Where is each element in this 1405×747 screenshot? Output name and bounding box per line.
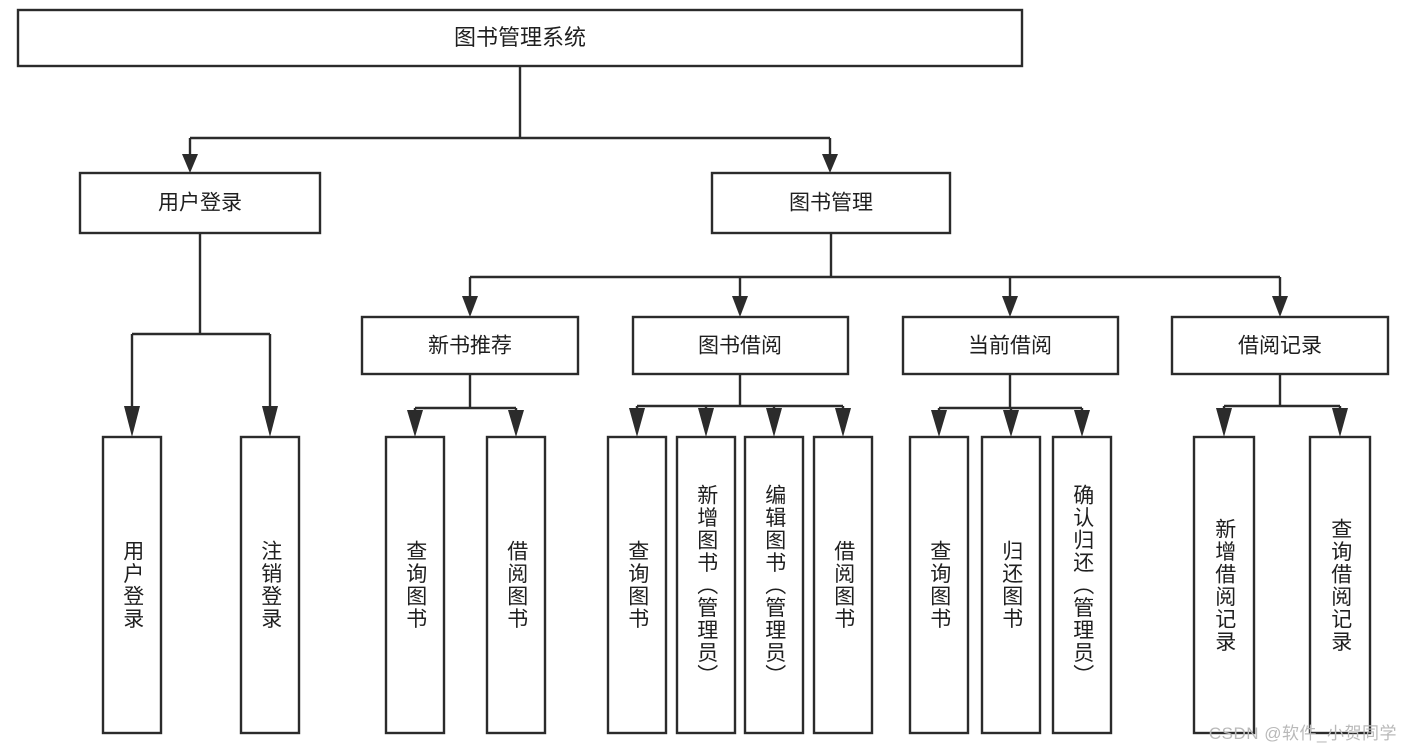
node-new-book-recommend[interactable]: 新书推荐 bbox=[360, 315, 580, 376]
arrow-head-new-book-rec bbox=[462, 296, 478, 317]
leaf-box-user-login[interactable] bbox=[101, 435, 163, 735]
node-book-borrow-label: 图书借阅 bbox=[698, 335, 782, 358]
leaf-box-confirm-return[interactable] bbox=[1051, 435, 1113, 735]
arrow-head-leaf-borrow-book-2 bbox=[835, 408, 851, 437]
leaf-box-edit-book[interactable] bbox=[743, 435, 805, 735]
connector-root-to-level2 bbox=[182, 66, 838, 173]
leaf-box-add-book[interactable] bbox=[675, 435, 737, 735]
node-borrow-record[interactable]: 借阅记录 bbox=[1170, 315, 1390, 376]
arrow-head-book-manage bbox=[822, 154, 838, 173]
leaf-box-query-book-1[interactable] bbox=[384, 435, 446, 735]
arrow-head-leaf-user-login bbox=[124, 406, 140, 437]
arrow-head-leaf-return-book bbox=[1003, 410, 1019, 437]
node-book-management-box[interactable] bbox=[710, 171, 952, 235]
node-borrow-record-label: 借阅记录 bbox=[1238, 335, 1322, 358]
node-book-borrow-box[interactable] bbox=[631, 315, 850, 376]
node-borrow-record-box[interactable] bbox=[1170, 315, 1390, 376]
arrow-head-leaf-borrow-book-1 bbox=[508, 410, 524, 437]
arrow-head-leaf-add-record bbox=[1216, 408, 1232, 437]
leaf-box-logout[interactable] bbox=[239, 435, 301, 735]
arrow-head-leaf-add-book bbox=[698, 408, 714, 437]
arrow-head-book-borrow bbox=[732, 296, 748, 317]
connector-book-manage-to-level3 bbox=[462, 233, 1288, 317]
node-current-borrow[interactable]: 当前借阅 bbox=[901, 315, 1120, 376]
leaf-box-query-record[interactable] bbox=[1308, 435, 1372, 735]
arrow-head-borrow-record bbox=[1272, 296, 1288, 317]
node-new-book-recommend-label: 新书推荐 bbox=[428, 335, 512, 358]
arrow-head-current-borrow bbox=[1002, 296, 1018, 317]
node-root-system[interactable]: 图书管理系统 bbox=[16, 8, 1024, 68]
arrow-head-leaf-edit-book bbox=[766, 408, 782, 437]
csdn-watermark: CSDN @软件_小贺同学 bbox=[1208, 724, 1397, 743]
connector-borrow-record-to-leaves bbox=[1216, 374, 1348, 437]
arrow-head-leaf-query-book-3 bbox=[931, 410, 947, 437]
node-user-login[interactable]: 用户登录 bbox=[78, 171, 322, 235]
node-book-management-label: 图书管理 bbox=[789, 192, 873, 215]
node-user-login-box[interactable] bbox=[78, 171, 322, 235]
node-current-borrow-box[interactable] bbox=[901, 315, 1120, 376]
leaf-box-query-book-3[interactable] bbox=[908, 435, 970, 735]
node-current-borrow-label: 当前借阅 bbox=[968, 335, 1052, 358]
leaf-box-borrow-book-2[interactable] bbox=[812, 435, 874, 735]
connector-user-login-to-leaves bbox=[124, 233, 278, 437]
node-new-book-recommend-box[interactable] bbox=[360, 315, 580, 376]
arrow-head-leaf-query-book-1 bbox=[407, 410, 423, 437]
leaf-box-query-book-2[interactable] bbox=[606, 435, 668, 735]
leaf-box-add-record[interactable] bbox=[1192, 435, 1256, 735]
node-user-login-label: 用户登录 bbox=[158, 192, 242, 215]
node-book-management[interactable]: 图书管理 bbox=[710, 171, 952, 235]
arrow-head-leaf-query-record bbox=[1332, 408, 1348, 437]
arrow-head-user-login bbox=[182, 154, 198, 173]
connector-book-borrow-to-leaves bbox=[629, 374, 851, 437]
arrow-head-leaf-confirm-return bbox=[1074, 410, 1090, 437]
connector-current-borrow-to-leaves bbox=[931, 374, 1090, 437]
arrow-head-leaf-query-book-2 bbox=[629, 408, 645, 437]
arrow-head-leaf-logout bbox=[262, 406, 278, 437]
leaf-box-return-book[interactable] bbox=[980, 435, 1042, 735]
node-book-borrow[interactable]: 图书借阅 bbox=[631, 315, 850, 376]
node-root-system-label: 图书管理系统 bbox=[454, 25, 586, 50]
node-root-system-box[interactable] bbox=[16, 8, 1024, 68]
connector-new-book-rec-to-leaves bbox=[407, 374, 524, 437]
leaf-box-borrow-book-1[interactable] bbox=[485, 435, 547, 735]
